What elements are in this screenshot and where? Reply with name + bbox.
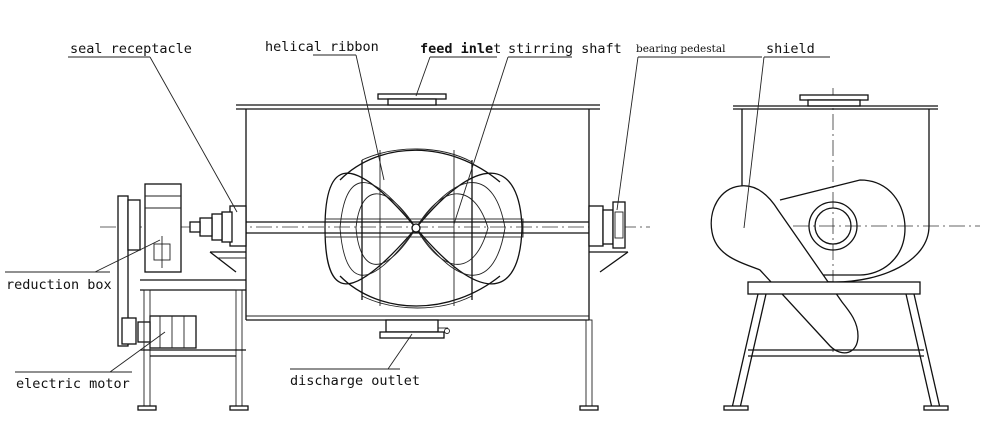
belt-pulley: [117, 195, 141, 347]
drive-platform: [209, 251, 246, 273]
bearing-pedestal: [588, 201, 626, 249]
label-feed-inlet: feed inlet: [420, 41, 501, 57]
electric-motor: [137, 315, 197, 349]
label-bearing-pedestal: bearing pedestal: [636, 43, 726, 55]
label-feed-inlet-rest: t: [493, 41, 501, 57]
feed-inlet: [377, 93, 447, 106]
label-electric-motor: electric motor: [16, 376, 130, 392]
reduction-box: [144, 183, 182, 273]
left-frame: [137, 279, 249, 411]
shield: [710, 185, 859, 354]
right-frame: [579, 251, 629, 411]
label-feed-inlet-bold: feed inle: [420, 41, 493, 57]
stirring-shaft: [230, 221, 595, 234]
trough-body: [236, 104, 600, 321]
label-seal-receptacle: seal receptacle: [70, 41, 192, 57]
leader-lines: [5, 54, 830, 373]
label-reduction-box: reduction box: [6, 277, 112, 293]
label-discharge-outlet: discharge outlet: [290, 373, 420, 389]
helical-ribbon: [324, 148, 524, 309]
side-view: [710, 88, 980, 411]
discharge-outlet: [379, 319, 450, 339]
label-helical-ribbon: helical ribbon: [265, 39, 379, 55]
seal-receptacle: [189, 205, 247, 247]
label-shield: shield: [766, 41, 815, 57]
label-stirring-shaft: stirring shaft: [508, 41, 622, 57]
